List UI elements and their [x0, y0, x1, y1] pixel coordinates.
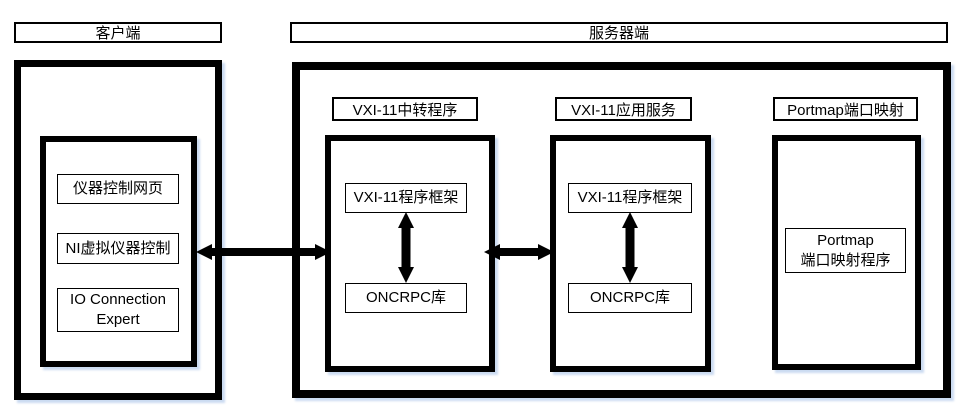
client-item-io-connection-expert: IO Connection Expert [57, 288, 179, 332]
module-box-vxi11-app-service [550, 135, 711, 372]
service-vxi11-framework-box: VXI-11程序框架 [568, 183, 692, 213]
client-header-label: 客户端 [14, 22, 222, 43]
portmap-program-box: Portmap 端口映射程序 [785, 228, 906, 273]
module-label-portmap: Portmap端口映射 [773, 97, 918, 121]
portmap-program-line2: 端口映射程序 [800, 251, 891, 269]
module-label-vxi11-relay: VXI-11中转程序 [332, 97, 478, 121]
portmap-program-line1: Portmap [817, 231, 874, 249]
service-oncrpc-lib-box: ONCRPC库 [568, 283, 692, 313]
relay-vxi11-framework-box: VXI-11程序框架 [345, 183, 467, 213]
module-box-vxi11-relay [325, 135, 495, 372]
client-item-ni-virtual-instrument: NI虚拟仪器控制 [57, 233, 179, 264]
client-item-instrument-control-web: 仪器控制网页 [57, 174, 179, 204]
module-label-vxi11-app-service: VXI-11应用服务 [555, 97, 692, 121]
server-header-label: 服务器端 [290, 22, 948, 43]
relay-oncrpc-lib-box: ONCRPC库 [345, 283, 467, 313]
